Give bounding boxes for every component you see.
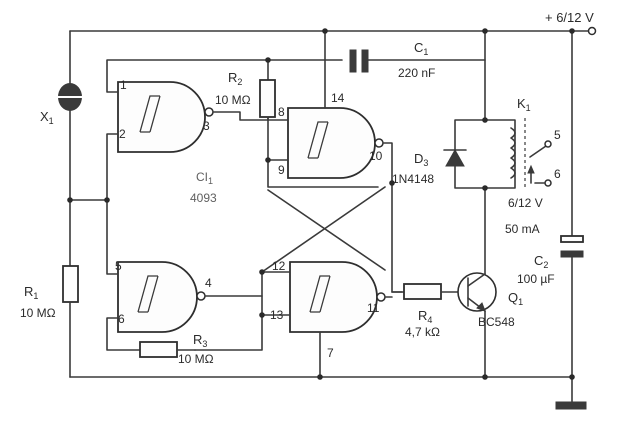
r2-label: R2 [228,70,242,87]
q1-label: Q1 [508,290,523,307]
sensor-x1 [58,30,82,266]
pin-12: 12 [272,259,286,273]
r4-label: R4 [418,308,432,325]
pin-14: 14 [331,91,345,105]
r3-value: 10 MΩ [178,352,214,366]
pin-11: 11 [367,301,380,315]
junction-dots [67,28,575,380]
transistor-q1 [457,187,497,378]
nand-gate-3 [287,107,384,179]
ground-rail [69,376,587,410]
pin-1: 1 [120,78,127,92]
pin-7: 7 [327,346,334,360]
x1-label: X1 [40,109,54,126]
wiring-gate-1 [69,59,343,275]
resistor-r1 [62,265,79,378]
k1-pin-b: 6 [554,167,561,181]
pin-6: 6 [118,312,125,326]
c2-label: C2 [534,253,548,270]
pin-9: 9 [278,163,285,177]
d3-label: D3 [414,151,428,168]
nand-gate-4 [289,261,386,333]
nand-gate-1 [117,81,214,153]
pin-2: 2 [119,127,126,141]
c1-value: 220 nF [398,66,435,80]
pin-5: 5 [115,259,122,273]
d3-value: 1N4148 [392,172,434,186]
c2-value: 100 µF [517,272,555,286]
c1-label: C1 [414,40,428,57]
ci1-part: 4093 [190,191,217,205]
k1-current: 50 mA [505,222,540,236]
r3-label: R3 [193,332,207,349]
nand-gate-2 [117,261,206,333]
k1-voltage: 6/12 V [508,196,543,210]
q1-part: BC548 [478,315,515,329]
supply-rail [69,26,597,36]
pin-10: 10 [369,149,383,163]
relay-k1 [454,30,552,190]
resistor-r3 [139,341,196,358]
pin-numbers: 1 2 3 4 5 6 7 8 9 10 11 12 13 14 [115,78,383,360]
r4-value: 4,7 kΩ [405,325,440,339]
resistor-r4 [391,283,463,300]
pin-4: 4 [205,276,212,290]
diode-d3 [443,148,467,167]
resistor-r2 [259,59,289,161]
wiring-gate-2-4 [106,271,321,378]
r2-value: 10 MΩ [215,93,251,107]
k1-pin-a: 5 [554,128,561,142]
r1-value: 10 MΩ [20,306,56,320]
supply-label: + 6/12 V [545,10,594,25]
pin-8: 8 [278,105,285,119]
capacitor-c2 [560,30,584,378]
k1-label: K1 [517,96,531,113]
pin-13: 13 [270,308,284,322]
ci1-label: CI1 [196,170,213,186]
r1-label: R1 [24,284,38,301]
capacitor-c1 [349,49,486,73]
pin-3: 3 [203,119,210,133]
